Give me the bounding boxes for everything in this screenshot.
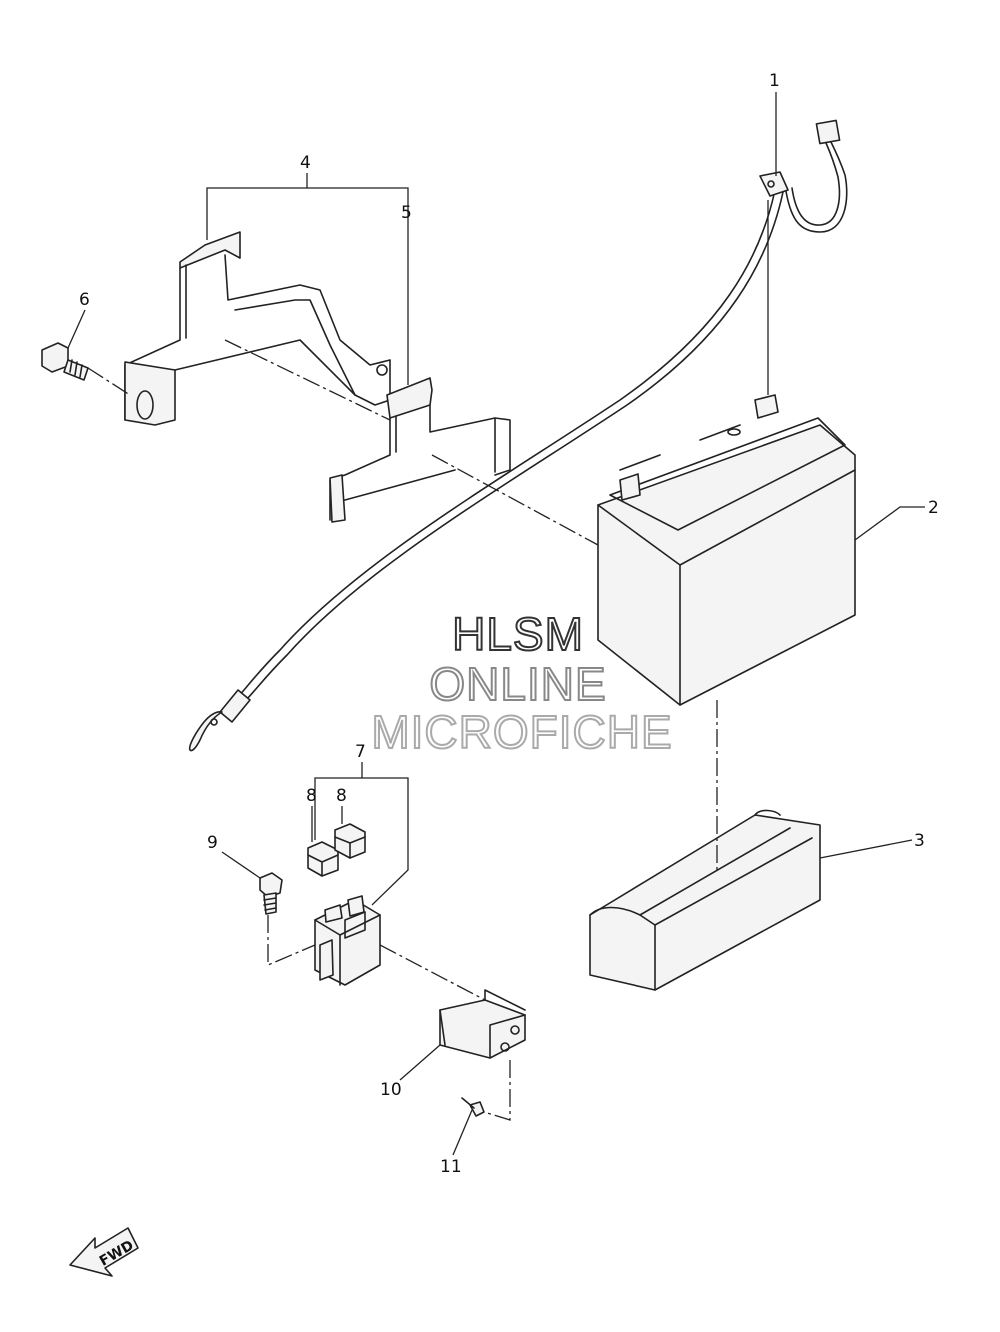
callout-3: 3 bbox=[914, 831, 925, 851]
callout-8b: 8 bbox=[336, 786, 347, 806]
callout-2: 2 bbox=[928, 498, 939, 518]
callout-10: 10 bbox=[380, 1080, 402, 1100]
callout-6: 6 bbox=[79, 290, 90, 310]
watermark-line3: MICROFICHE bbox=[371, 706, 672, 758]
callout-1: 1 bbox=[769, 71, 780, 91]
watermark-line2: ONLINE bbox=[429, 658, 606, 710]
rivet-11[interactable] bbox=[461, 1097, 485, 1117]
callouts: 1 2 3 4 5 6 7 8 8 9 10 11 bbox=[79, 71, 939, 1177]
callout-4: 4 bbox=[300, 153, 311, 173]
relay-bracket[interactable] bbox=[439, 989, 526, 1059]
callout-5: 5 bbox=[401, 203, 412, 223]
bracket[interactable] bbox=[329, 377, 511, 523]
bolt-9[interactable] bbox=[259, 872, 283, 915]
bolt-6[interactable] bbox=[41, 342, 89, 381]
battery-cable[interactable] bbox=[188, 119, 848, 752]
fwd-arrow-icon: FWD bbox=[69, 1227, 139, 1277]
callout-7: 7 bbox=[355, 742, 366, 762]
fuse-8b[interactable] bbox=[334, 823, 366, 859]
assembly-lines bbox=[87, 339, 718, 1121]
watermark-line1: HLSM bbox=[452, 608, 584, 660]
battery[interactable] bbox=[597, 394, 856, 706]
callout-8a: 8 bbox=[306, 786, 317, 806]
callout-11: 11 bbox=[440, 1157, 462, 1177]
callout-9: 9 bbox=[207, 833, 218, 853]
battery-cover-bracket[interactable] bbox=[124, 231, 391, 426]
fuse-8a[interactable] bbox=[307, 841, 339, 877]
starter-relay[interactable] bbox=[314, 895, 381, 986]
leader-lines bbox=[67, 92, 925, 1156]
battery-band[interactable] bbox=[589, 809, 821, 991]
watermark: HLSM ONLINE MICROFICHE bbox=[370, 607, 672, 759]
